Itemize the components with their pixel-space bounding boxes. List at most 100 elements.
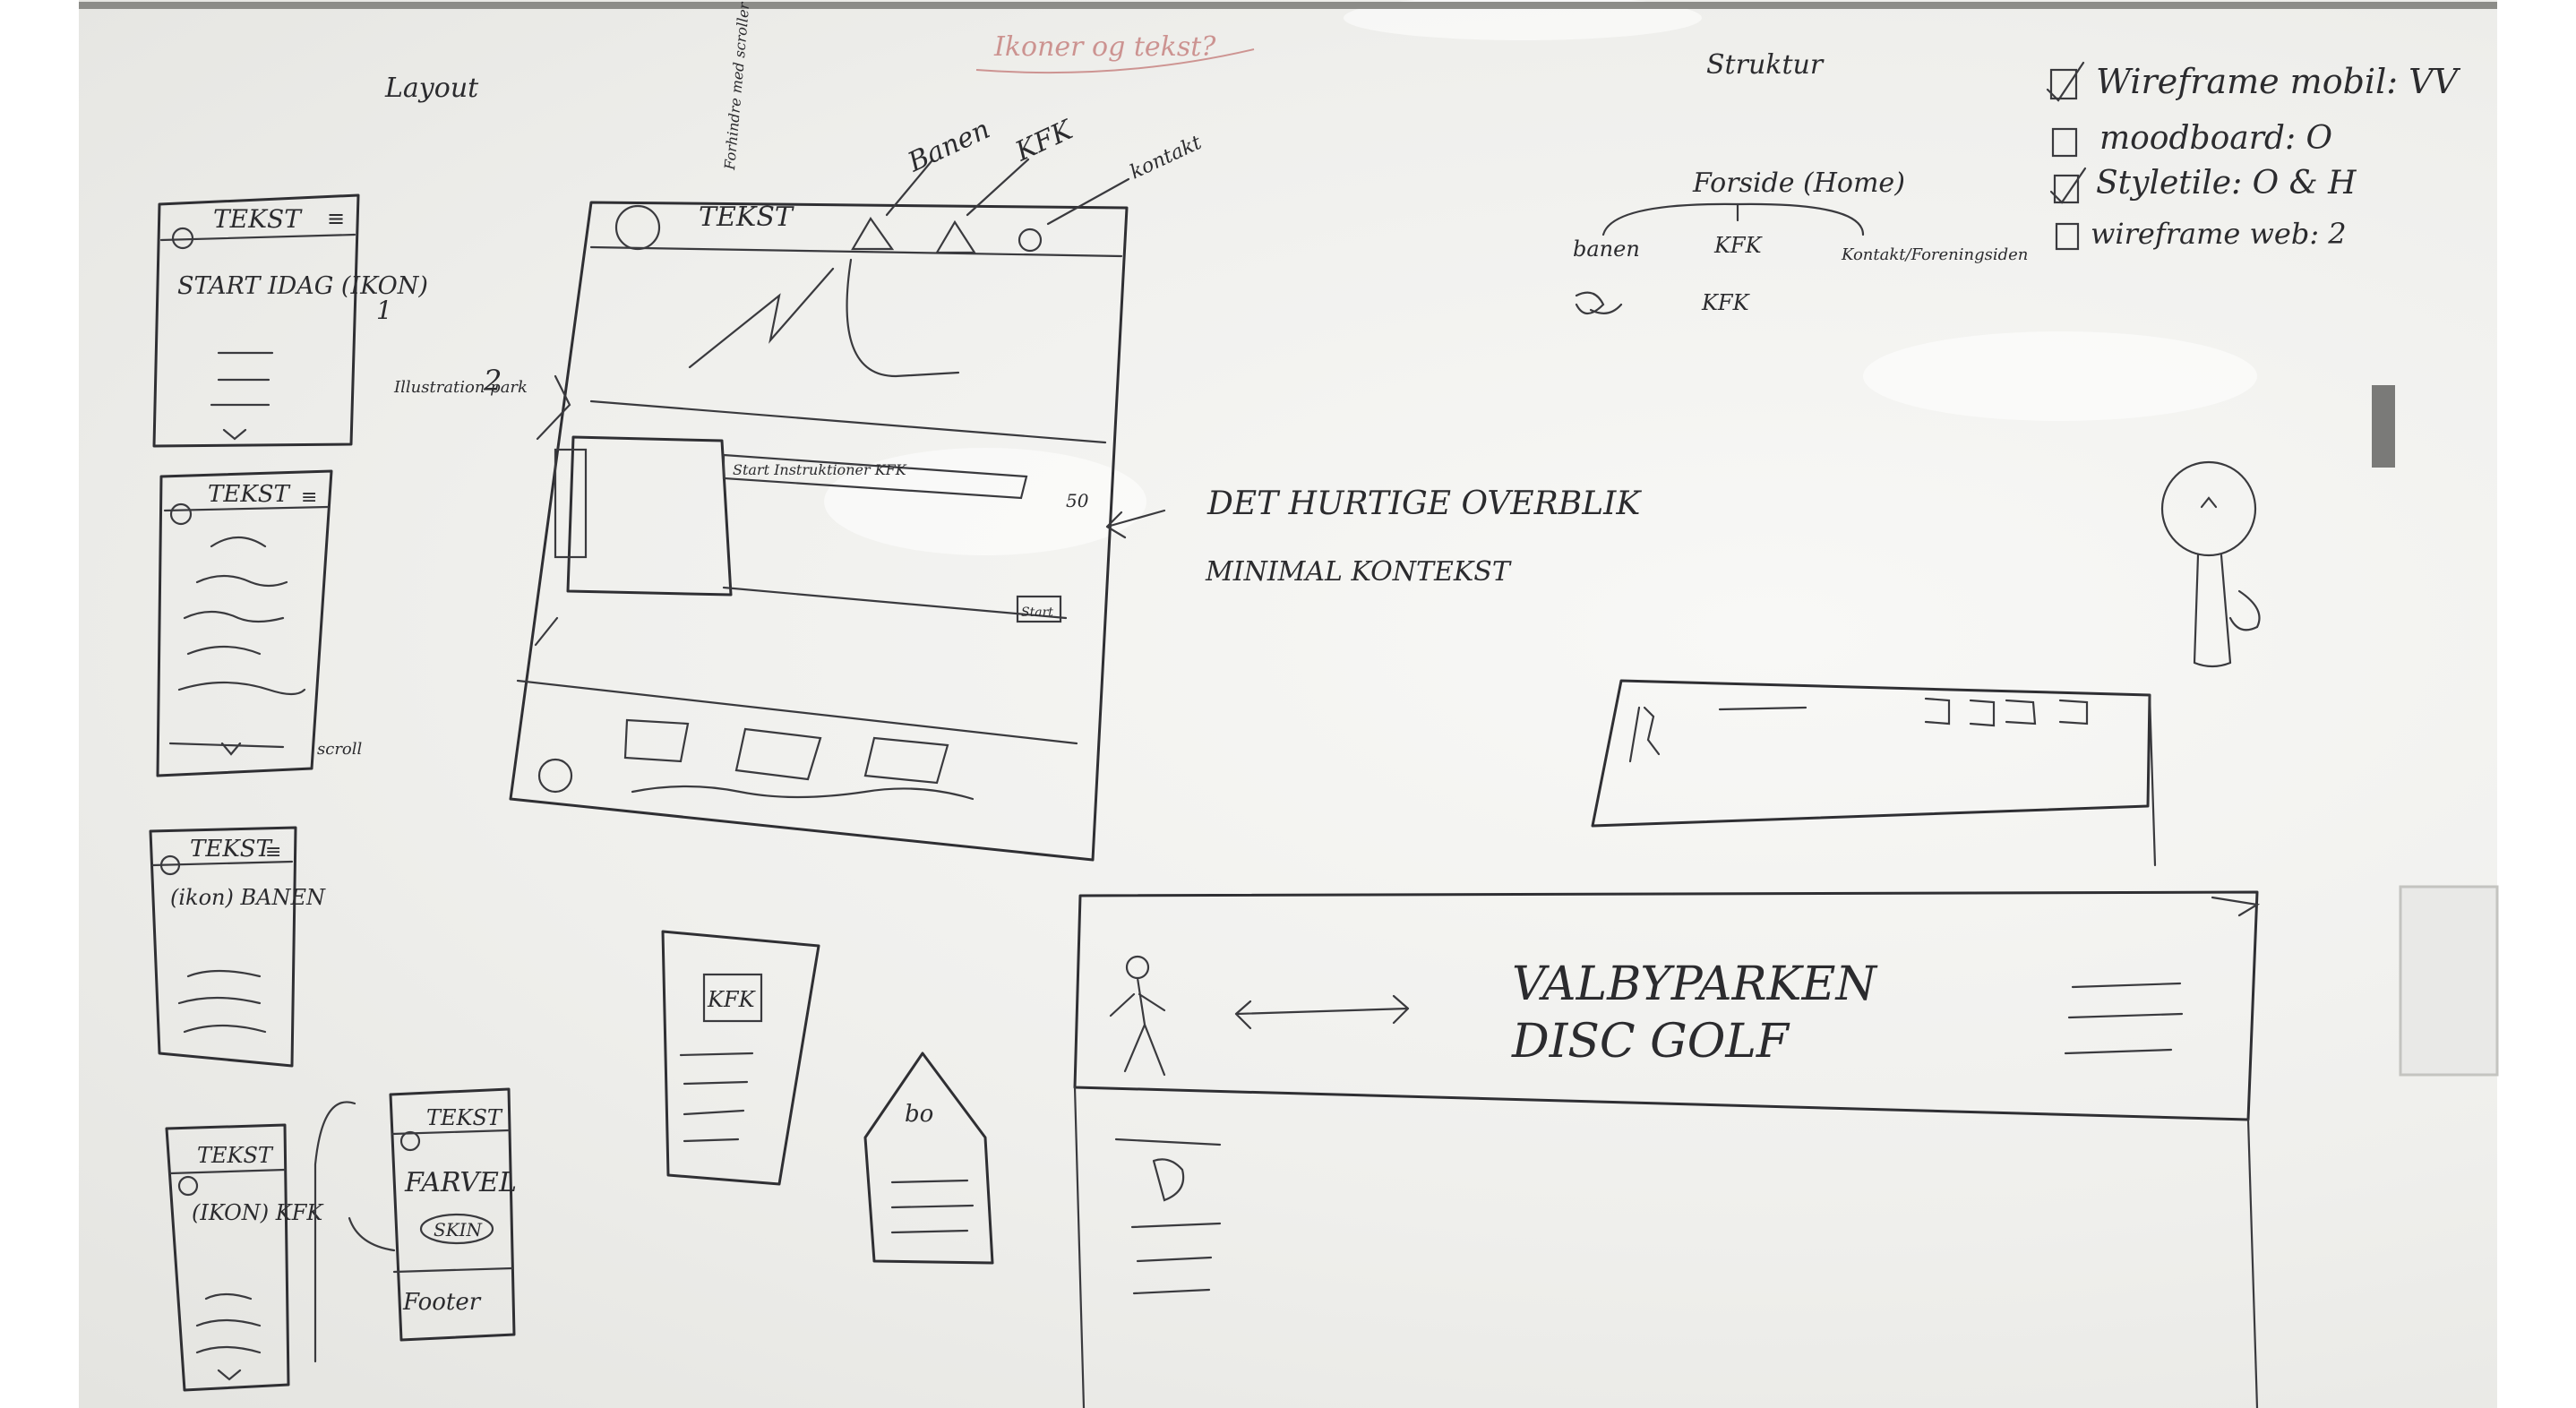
phone-1-body: START IDAG (IKON) [177, 272, 428, 300]
hero-zigzag [688, 267, 835, 369]
card-sketch: KFK [661, 930, 820, 1186]
logo-circle-icon [399, 1130, 421, 1152]
phone-2-title: TEKST [208, 481, 291, 508]
structure-child-1: banen [1573, 236, 1640, 262]
structure-sub-child: KFK [1701, 290, 1751, 315]
menu-icon: ≡ [265, 841, 281, 863]
phone-5-title: TEKST [426, 1105, 503, 1130]
card-image [566, 435, 733, 597]
face-nose [2200, 496, 2218, 509]
logo-circle-icon [177, 1175, 199, 1197]
number-one: 1 [376, 296, 392, 325]
connector-arrow [313, 1101, 356, 1363]
glare-spot [824, 448, 1146, 555]
checklist-item-2: moodboard: O [2051, 120, 2332, 158]
nav-items-icon [1924, 697, 2089, 727]
card-tabs-box [722, 453, 1028, 500]
structure-child-2: KFK [1713, 233, 1764, 258]
chevron-down-icon [220, 742, 242, 756]
card-badge: 50 [1066, 490, 1089, 511]
nav-kontakt: kontakt [1127, 132, 1206, 185]
checkmark-icon [2049, 167, 2087, 204]
section-line [516, 679, 1078, 745]
struktur-heading: Struktur [1706, 49, 1825, 81]
structure-tree: Forside (Home) banen KFK Kontakt/Forenin… [1573, 167, 2028, 315]
paper-note [2399, 885, 2499, 1077]
phone-screen-1: TEKST ≡ START IDAG (IKON) [152, 193, 428, 448]
house-label: bo [905, 1101, 933, 1128]
start-button-label: Start [1021, 605, 1053, 620]
header-wireframe-box [1591, 679, 2157, 867]
hero-wireframe: VALBYPARKEN DISC GOLF [1073, 890, 2261, 1408]
logo-circle-icon [171, 227, 194, 250]
card-edge [554, 448, 588, 559]
vertical-note: Forhindre med scroller [721, 1, 752, 172]
faint-underline [975, 48, 1255, 74]
footer-logo-icon [537, 758, 573, 794]
chevron-down-icon [222, 428, 247, 441]
arrow [2211, 896, 2261, 917]
phone-1-title: TEKST [213, 204, 303, 234]
logo-circle-icon [159, 854, 181, 876]
arrow [885, 159, 933, 217]
phone-screen-3: TEKST ≡ (ikon) BANEN [149, 826, 326, 1068]
menu-icon: ≡ [327, 206, 345, 231]
arrow [1046, 177, 1130, 226]
phone-3-body: (ikon) BANEN [170, 885, 326, 910]
scroll-label: scroll [317, 740, 363, 759]
layout-heading: Layout [384, 73, 479, 104]
phone-4-body: (IKON) KFK [192, 1200, 324, 1225]
structure-child-3: Kontakt/Foreningsiden [1841, 245, 2028, 264]
menu-icon: ≡ [301, 486, 317, 509]
hamburger-menu-icon [2064, 982, 2184, 1055]
overview-note-1: DET HURTIGE OVERBLIK [1206, 485, 1642, 522]
faint-header-note: Ikoner og tekst? [993, 31, 1216, 63]
connector-arrow [348, 1216, 396, 1252]
checkmark-icon [2046, 61, 2085, 102]
card-tabs: Start Instruktioner KFK [733, 461, 907, 478]
skin-button [419, 1213, 494, 1245]
phone-4-title: TEKST [197, 1143, 274, 1168]
phone-screen-4: TEKST (IKON) KFK [165, 1123, 324, 1392]
phone-5-body: FARVEL [404, 1167, 517, 1198]
checklist-label-1: Wireframe mobil: VV [2096, 62, 2461, 101]
structure-root: Forside (Home) [1692, 167, 1905, 199]
glare-spot [1344, 0, 1702, 40]
overview-note-2: MINIMAL KONTEKST [1205, 556, 1512, 588]
whiteboard [79, 0, 2497, 1408]
glare-spot [1863, 331, 2257, 421]
nav-triangle-icon [935, 219, 977, 254]
kfk-box [702, 973, 763, 1023]
logo-circle-icon [169, 502, 193, 526]
disc-golf-player-icon [1109, 955, 1166, 1077]
checklist-item-4: wireframe web: 2 [2055, 217, 2347, 251]
chevron-down-icon [217, 1369, 242, 1381]
checkbox-icon [2055, 222, 2080, 251]
phone-screen-5: TEKST FARVEL SKIN Footer [389, 1087, 517, 1342]
checklist-label-3: Styletile: O & H [2096, 165, 2357, 202]
checklist: Wireframe mobil: VV moodboard: O Styleti… [2046, 61, 2461, 251]
scroll-note: Illustration park [393, 378, 528, 397]
checklist-item-3: Styletile: O & H [2049, 165, 2357, 204]
hero-title-line1: VALBYPARKEN [1512, 957, 1877, 1011]
number-two: 2 [483, 364, 502, 398]
checklist-item-1: Wireframe mobil: VV [2046, 61, 2461, 102]
checkbox-checked-icon [2049, 68, 2078, 100]
house-sketch: bo [863, 1052, 994, 1265]
checkbox-icon [2051, 127, 2078, 158]
logo-icon [614, 204, 661, 251]
content-icon [1152, 1158, 1185, 1202]
card-label: KFK [707, 987, 757, 1012]
hero-title-line2: DISC GOLF [1511, 1015, 1790, 1069]
checklist-label-2: moodboard: O [2099, 120, 2332, 157]
hero-rule [1114, 1138, 1222, 1146]
web-wireframe-sketch: TEKST Banen KFK kontakt Forhindre med sc… [509, 1, 1206, 862]
phone-5-footer: Footer [402, 1289, 482, 1316]
checkbox-checked-icon [2053, 174, 2080, 204]
eraser [2372, 385, 2395, 468]
nav-banen: Banen [903, 114, 995, 179]
nav-circle-icon [1018, 228, 1043, 253]
runner-icon [1628, 706, 1661, 763]
